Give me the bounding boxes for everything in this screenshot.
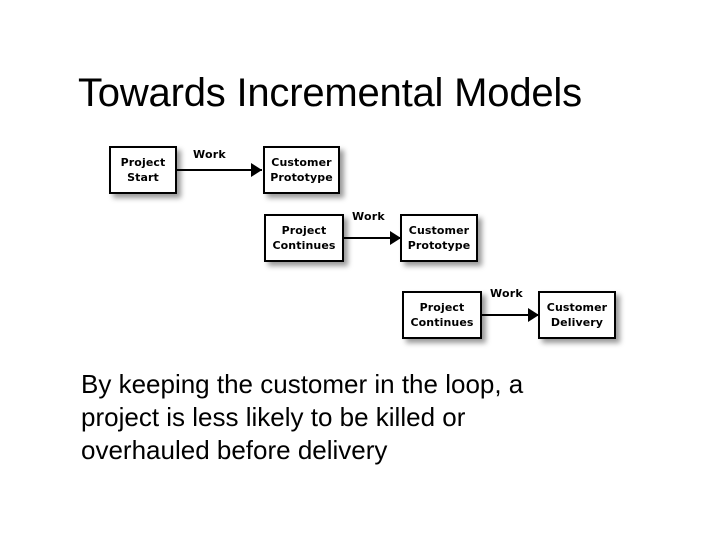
body-line-1: By keeping the customer in the loop, a — [81, 369, 524, 399]
arrow-head-1 — [251, 163, 262, 177]
node-label-line2: Continues — [410, 316, 474, 329]
edge-label-work-2: Work — [352, 210, 385, 223]
node-label-line1: Project — [281, 224, 327, 237]
node-label-line2: Continues — [272, 239, 336, 252]
edge-label-work-3: Work — [490, 287, 523, 300]
edge-label-work-1: Work — [193, 148, 226, 161]
node-project-continues-1[interactable]: Project Continues — [264, 214, 344, 262]
node-customer-prototype-2[interactable]: Customer Prototype — [400, 214, 478, 262]
arrow-head-3 — [528, 308, 539, 322]
node-customer-delivery[interactable]: Customer Delivery — [538, 291, 616, 339]
body-line-2: project is less likely to be killed or — [81, 402, 466, 432]
node-project-continues-2[interactable]: Project Continues — [402, 291, 482, 339]
flow-row-2: Project Continues Work Customer Prototyp… — [264, 210, 479, 276]
connector-line-2 — [344, 237, 401, 239]
node-label-line2: Delivery — [550, 316, 604, 329]
body-line-3: overhauled before delivery — [81, 435, 388, 465]
node-label-line2: Start — [127, 171, 159, 184]
incremental-model-diagram: Project Start Work Customer Prototype Pr… — [109, 146, 617, 353]
node-label-line1: Project — [120, 156, 166, 169]
node-label-line1: Customer — [546, 301, 608, 314]
node-project-start[interactable]: Project Start — [109, 146, 177, 194]
node-label-line1: Customer — [408, 224, 470, 237]
node-label-line1: Project — [419, 301, 465, 314]
node-label-line1: Customer — [271, 156, 332, 169]
slide-body-text: By keeping the customer in the loop, a p… — [81, 368, 661, 467]
flow-row-3: Project Continues Work Customer Delivery — [402, 287, 617, 353]
page-title: Towards Incremental Models — [78, 71, 582, 115]
node-customer-prototype-1[interactable]: Customer Prototype — [263, 146, 340, 194]
node-label-line2: Prototype — [270, 171, 333, 184]
arrow-head-2 — [390, 231, 401, 245]
connector-line-3 — [482, 314, 539, 316]
flow-row-1: Project Start Work Customer Prototype — [109, 146, 344, 208]
connector-line-1 — [177, 169, 262, 171]
node-label-line2: Prototype — [407, 239, 471, 252]
